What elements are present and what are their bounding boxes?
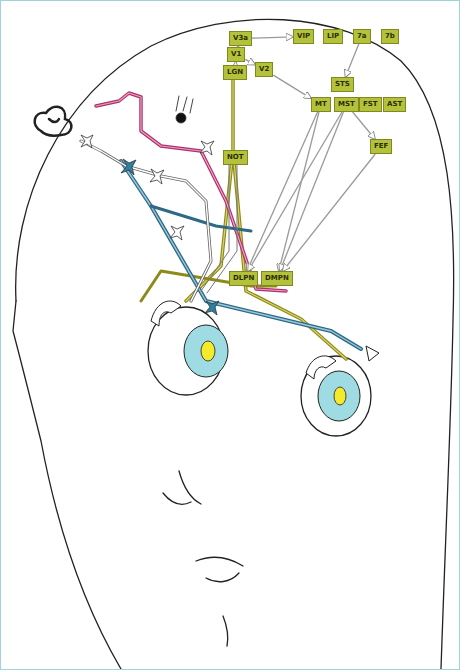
- area-box: FEF: [370, 139, 392, 154]
- magenta-pathway: [96, 93, 286, 291]
- iris: [184, 325, 228, 377]
- iris: [318, 371, 360, 421]
- eyeball: [301, 356, 371, 436]
- neuron-symbol: [200, 141, 214, 155]
- gray-pathway: [81, 141, 211, 301]
- projection-arrow: [283, 154, 375, 271]
- area-label: LGN: [227, 68, 243, 77]
- area-box: 7a: [353, 29, 371, 44]
- neuron-symbol: [170, 226, 184, 240]
- projection-arrow: [345, 44, 358, 77]
- area-box: VIP: [293, 29, 314, 44]
- projection-arrow: [248, 112, 342, 271]
- magenta-pathway: [96, 93, 286, 291]
- area-label: 7a: [357, 32, 367, 41]
- right-eye: [301, 346, 379, 436]
- eye-muscle: [306, 356, 336, 379]
- area-label: V2: [259, 65, 269, 74]
- area-box: FST: [359, 97, 382, 112]
- area-label: STS: [335, 80, 350, 89]
- area-box: STS: [331, 77, 354, 92]
- area-label: FST: [363, 100, 378, 109]
- neuron-symbol: [205, 301, 219, 315]
- area-label: VIP: [297, 32, 310, 41]
- projection-arrow: [245, 59, 255, 64]
- projection-arrow: [273, 75, 311, 98]
- pupil: [201, 341, 215, 361]
- nose-line: [163, 471, 201, 504]
- face-outline: [13, 301, 121, 669]
- projection-arrow: [279, 112, 319, 271]
- eye-muscle: [151, 301, 181, 326]
- projection-arrow: [353, 112, 375, 139]
- projection-arrow: [247, 112, 318, 271]
- area-label: FEF: [374, 142, 388, 151]
- head-outline: [16, 19, 454, 669]
- area-box: AST: [383, 97, 406, 112]
- blue-pathway: [151, 206, 251, 231]
- projection-arrow: [280, 112, 344, 271]
- neuron-symbol: [150, 169, 164, 184]
- area-label: V1: [231, 50, 241, 59]
- area-label: NOT: [227, 153, 244, 162]
- pupil: [334, 387, 346, 405]
- area-label: LIP: [327, 32, 339, 41]
- area-box: LGN: [223, 65, 247, 80]
- neuron-symbol: [81, 135, 93, 148]
- gray-pathway: [81, 141, 211, 301]
- eye-muscle: [366, 346, 379, 361]
- neuron-symbol: [121, 159, 136, 175]
- area-box: DLPN: [229, 271, 258, 286]
- area-label: MST: [338, 100, 355, 109]
- area-box: LIP: [323, 29, 343, 44]
- area-box: V2: [255, 62, 273, 77]
- projection-arrow: [252, 37, 293, 38]
- mouth-line: [196, 557, 243, 646]
- area-label: AST: [387, 100, 402, 109]
- area-box: MST: [334, 97, 359, 112]
- area-label: MT: [315, 100, 327, 109]
- area-label: V3a: [233, 34, 248, 43]
- left-eye: [148, 301, 228, 395]
- area-label: 7b: [385, 32, 395, 41]
- ear-canals: [35, 107, 72, 136]
- area-box: V3a: [229, 31, 252, 46]
- blue-pathway: [121, 161, 361, 349]
- area-box: 7b: [381, 29, 399, 44]
- neuron-symbol: [176, 113, 186, 123]
- area-box: NOT: [223, 150, 248, 165]
- area-label: DMPN: [265, 274, 289, 283]
- area-box: MT: [311, 97, 331, 112]
- area-label: DLPN: [233, 274, 254, 283]
- blue-pathway: [121, 161, 361, 349]
- leader-line: [176, 96, 193, 113]
- area-box: V1: [227, 47, 245, 62]
- area-box: DMPN: [261, 271, 293, 286]
